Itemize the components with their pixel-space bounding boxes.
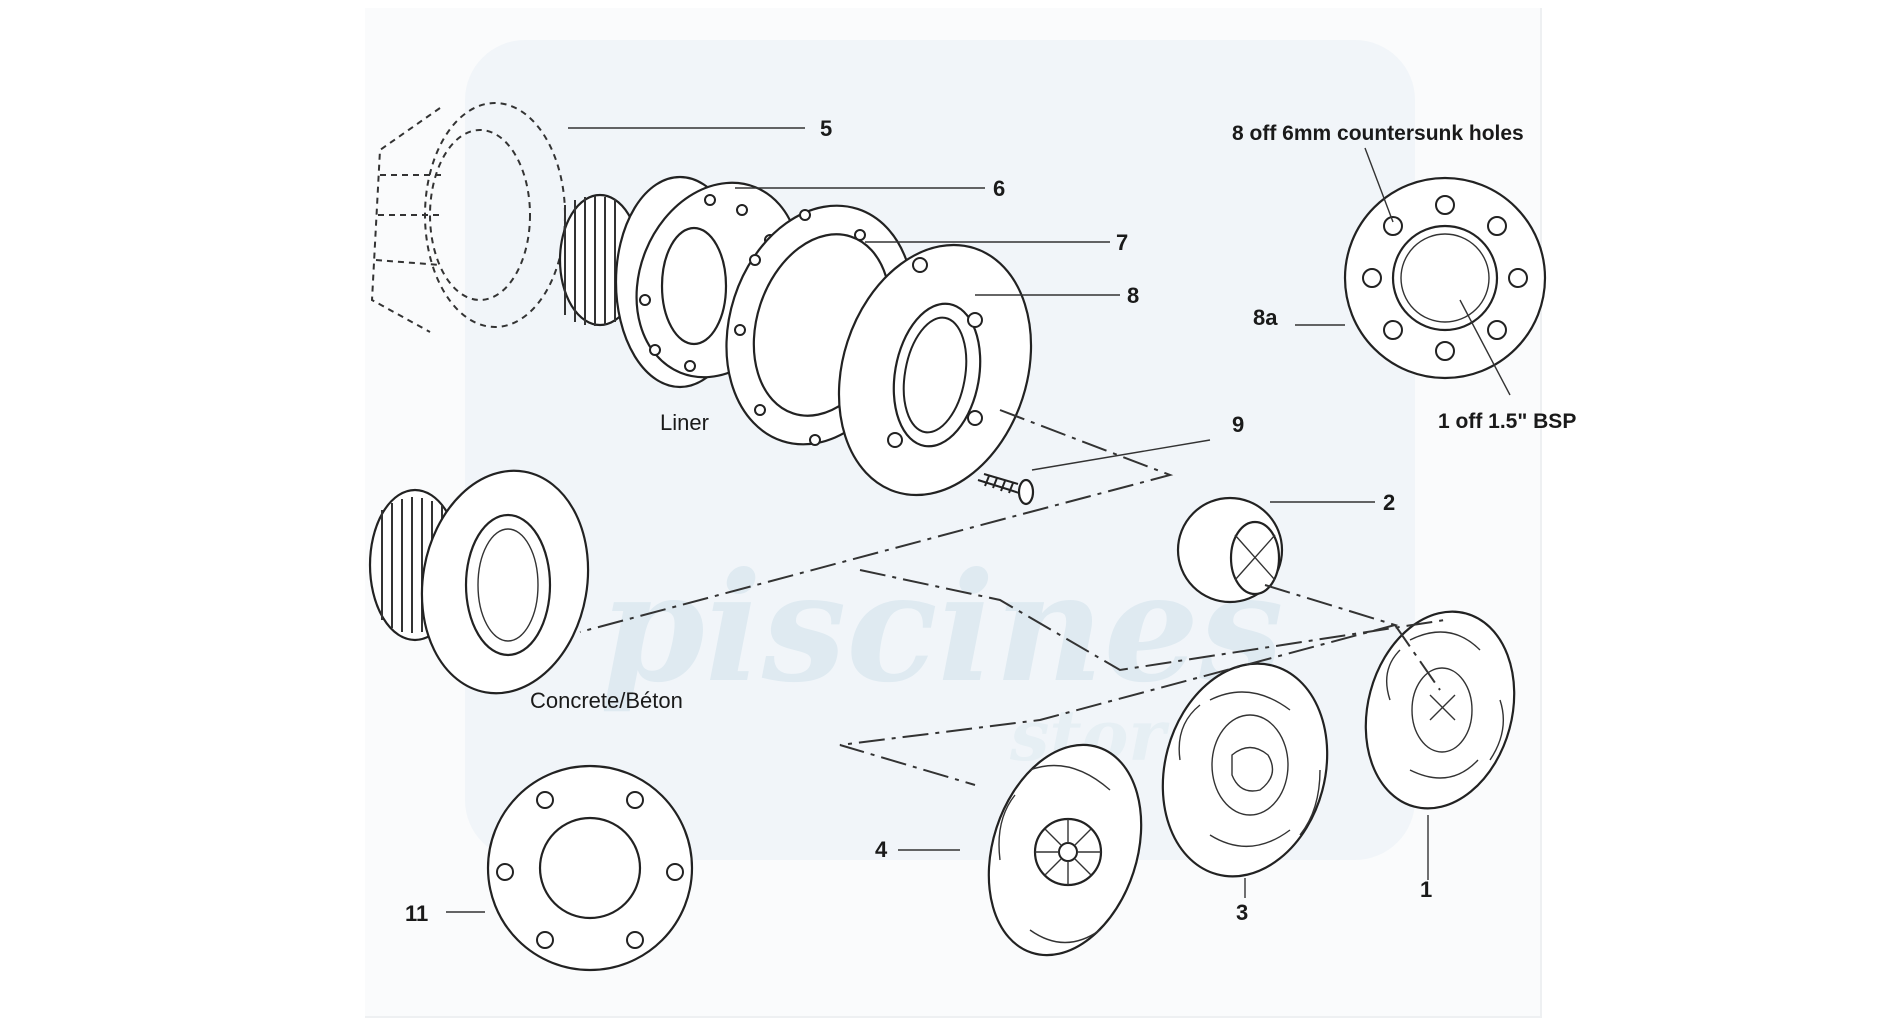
- concrete-fitting: [368, 469, 590, 695]
- callout-9: 9: [1232, 412, 1244, 437]
- callout-1: 1: [1420, 877, 1432, 902]
- callout-11: 11: [405, 901, 428, 926]
- callout-2: 2: [1383, 490, 1395, 515]
- callout-3: 3: [1236, 900, 1248, 925]
- callout-5: 5: [820, 116, 832, 141]
- caption-concrete: Concrete/Béton: [530, 688, 683, 713]
- leader-lines: [446, 127, 1511, 913]
- part-9-screw: [977, 473, 1035, 506]
- caption-countersunk: 8 off 6mm countersunk holes: [1232, 122, 1524, 145]
- callout-labels: 5 6 7 8 8a 9 2 4 3 1 11: [405, 116, 1432, 926]
- callout-8: 8: [1127, 283, 1139, 308]
- part-1-cover: [1364, 610, 1516, 810]
- watermark-brand: piscines: [600, 540, 1284, 716]
- part-8a-plate: [1343, 176, 1547, 380]
- captions: Liner Concrete/Béton 8 off 6mm countersu…: [530, 122, 1576, 713]
- part-11-plate: [486, 764, 694, 972]
- caption-liner: Liner: [660, 410, 709, 435]
- callout-8a: 8a: [1253, 305, 1278, 330]
- part-4-diffuser: [987, 743, 1143, 957]
- callout-4: 4: [875, 837, 888, 862]
- part-2-eyeball: [1176, 496, 1284, 604]
- assembly-centre-lines: [579, 409, 1446, 786]
- part-8-flange: [837, 243, 1033, 497]
- part-3-cover: [1161, 662, 1329, 878]
- callout-6: 6: [993, 176, 1005, 201]
- callout-7: 7: [1116, 230, 1128, 255]
- caption-bsp: 1 off 1.5" BSP: [1438, 410, 1576, 433]
